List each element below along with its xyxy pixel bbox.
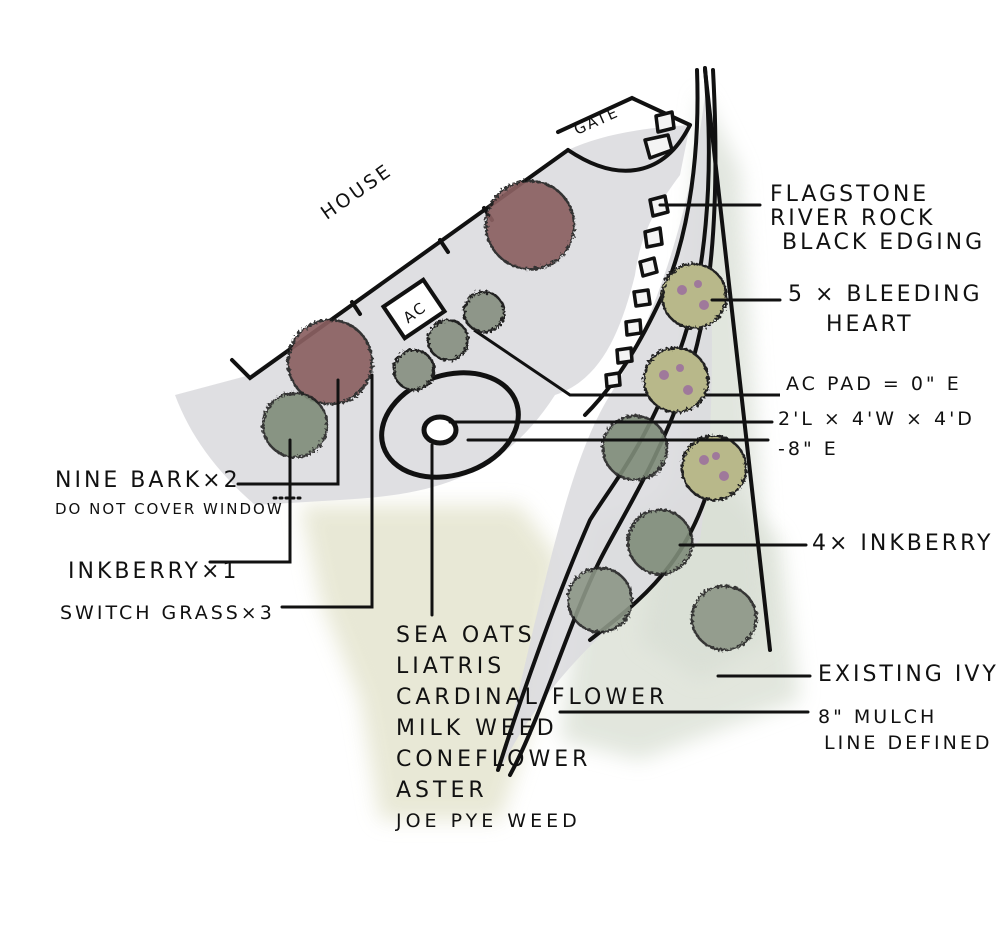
switch-grass-label: SWITCH GRASS×3 [60,602,275,624]
switch-grass [392,290,506,392]
ac-pad-line [473,328,780,397]
basin-depth-label: -8" E [778,438,839,460]
existing-ivy-label: EXISTING IVY [818,662,999,687]
basin-dimensions-label: 2'L × 4'W × 4'D [778,408,975,430]
leader-lines [208,203,812,714]
plant-list: SEA OATS LIATRIS CARDINAL FLOWER MILK WE… [396,620,668,837]
inkberry-right-label: 4× INKBERRY [812,531,994,556]
mulch-line-label: 8" MULCH [818,706,938,728]
bleeding-heart-flowers [659,280,729,481]
flagstone-path [604,110,676,389]
ac-unit [380,277,448,341]
bleeding-heart [642,262,748,502]
bleeding-heart-label-2: HEART [826,312,914,337]
plant-list-item: MILK WEED [396,716,558,741]
flagstone-label: FLAGSTONE [770,182,930,207]
plant-list-item: LIATRIS [396,654,506,679]
plant-list-item: CONEFLOWER [396,747,592,772]
plant-list-item: JOE PYE WEED [396,810,581,832]
inkberry-shrubs [261,391,758,652]
ac-pad-label: AC PAD = 0" E [786,373,962,395]
ninebark-label: NINE BARK×2 [55,468,241,493]
rain-basin [379,370,521,480]
black-edging-label: BLACK EDGING [782,230,986,255]
river-rock-label: RIVER ROCK [770,206,936,231]
mulch-line-label-2: LINE DEFINED [824,732,993,754]
ninebark-shrubs [286,179,576,406]
inkberry-left-label: INKBERRY×1 [68,559,240,584]
ninebark-window-note: DO NOT COVER WINDOW [55,500,284,518]
plant-list-item: CARDINAL FLOWER [396,685,669,710]
plant-list-item: SEA OATS [396,623,536,648]
plant-list-item: ASTER [396,778,488,803]
bleeding-heart-label: 5 × BLEEDING [788,282,983,307]
